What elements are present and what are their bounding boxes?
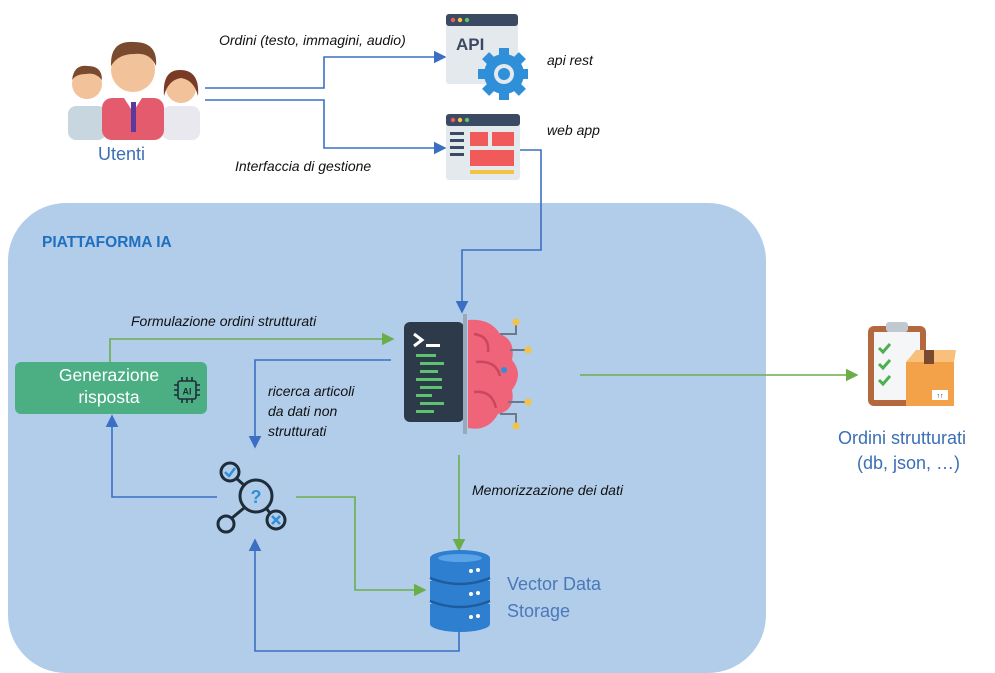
arrow-storage-search xyxy=(248,538,460,652)
api-rest-label: api rest xyxy=(547,52,593,68)
generation-line1: Generazione xyxy=(58,365,160,385)
database-icon xyxy=(429,550,491,632)
output-line2: (db, json, …) xyxy=(857,453,961,473)
generation-box xyxy=(15,362,207,414)
platform-container xyxy=(8,203,766,673)
structured-formulation-label: Formulazione ordini strutturati xyxy=(131,313,317,329)
users-icon xyxy=(68,41,200,140)
arrow-generation-brain xyxy=(109,332,395,362)
api-gear-icon: API xyxy=(446,14,528,100)
ai-chip-icon: AI xyxy=(174,377,200,403)
web-app-icon xyxy=(446,114,520,180)
storage-line1: Vector Data xyxy=(507,574,602,594)
arrow-brain-search xyxy=(248,359,391,449)
storage-line2: Storage xyxy=(507,601,571,621)
structured-orders-icon: ↑↑ xyxy=(868,322,956,406)
ai-brain-icon xyxy=(404,314,532,434)
users-label: Utenti xyxy=(98,144,146,164)
svg-text:?: ? xyxy=(251,487,262,507)
output-line1: Ordini strutturati xyxy=(838,428,967,448)
platform-title: PIATTAFORMA IA xyxy=(42,234,172,251)
search-line3: strutturati xyxy=(268,423,327,439)
search-line2: da dati non xyxy=(268,403,338,419)
generation-line2: risposta xyxy=(78,387,140,407)
arrow-search-storage xyxy=(296,496,427,597)
arrow-webapp-brain xyxy=(455,149,542,314)
ai-chip-text: AI xyxy=(183,387,192,397)
api-text: API xyxy=(456,35,484,54)
management-label: Interfaccia di gestione xyxy=(235,158,372,174)
connectors xyxy=(105,50,859,652)
arrow-search-generation xyxy=(105,414,217,498)
arrow-users-webapp xyxy=(205,99,447,155)
search-line1: ricerca articoli xyxy=(268,383,355,399)
web-app-label: web app xyxy=(547,122,600,138)
storage-arrow-label: Memorizzazione dei dati xyxy=(472,482,623,498)
orders-channel-label: Ordini (testo, immagini, audio) xyxy=(219,32,406,48)
generation-label: Generazione risposta xyxy=(34,364,184,408)
arrow-users-api xyxy=(205,50,447,89)
svg-text:↑↑: ↑↑ xyxy=(937,393,944,400)
search-network-icon: ? xyxy=(216,461,287,534)
